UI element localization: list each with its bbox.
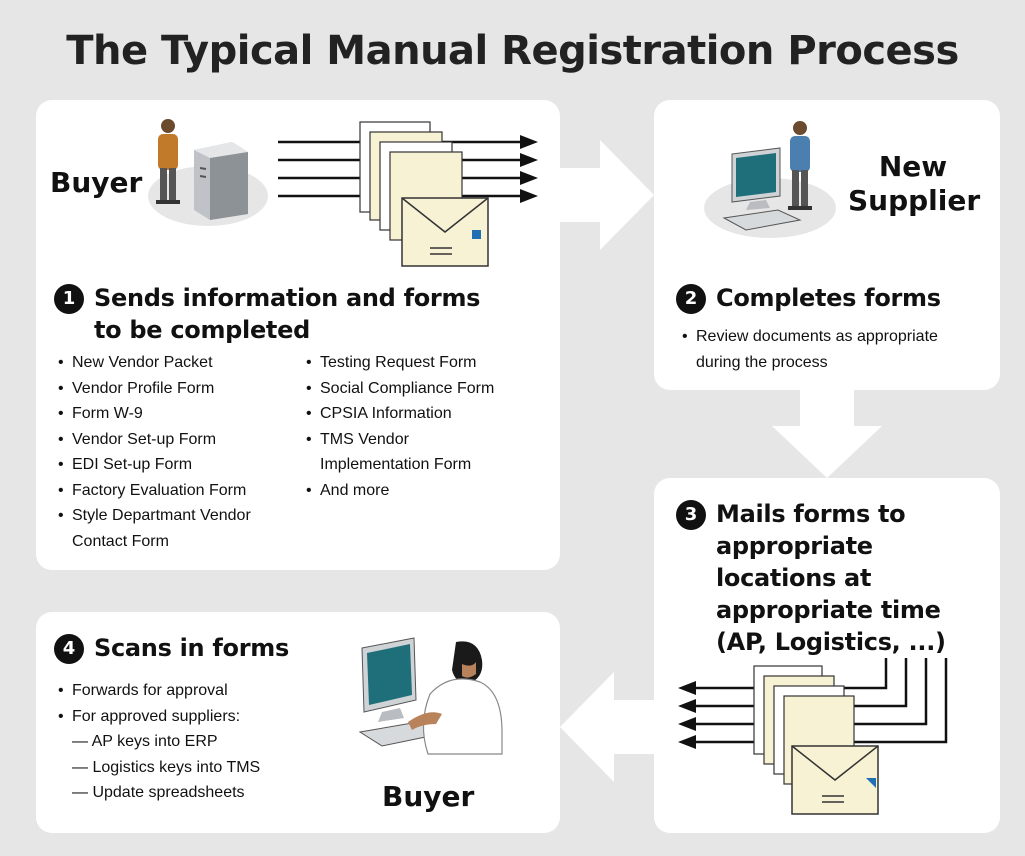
list-subitem: — AP keys into ERP bbox=[72, 733, 218, 750]
step2-actor-line2: Supplier bbox=[848, 184, 981, 217]
step2-list: Review documents as appropriate during t… bbox=[682, 324, 972, 375]
envelope-icon bbox=[791, 745, 879, 815]
step1-number: 1 bbox=[54, 284, 84, 314]
supplier-computer-illustration bbox=[704, 121, 836, 238]
computer-icon bbox=[358, 637, 442, 747]
step2-number: 2 bbox=[676, 284, 706, 314]
list-item: TMS Vendor Implementation Form bbox=[306, 427, 510, 478]
list-subitem: — Logistics keys into TMS bbox=[72, 758, 261, 776]
diagram-title: The Typical Manual Registration Process bbox=[66, 28, 959, 74]
list-item: Style Departmant Vendor Contact Form bbox=[58, 503, 298, 554]
list-item: Testing Request Form bbox=[306, 350, 546, 376]
flow-arrow-down bbox=[772, 390, 882, 478]
step4-list: Forwards for approval For approved suppl… bbox=[58, 678, 348, 806]
step2-heading: 2 Completes forms bbox=[676, 282, 986, 314]
step2-actor-line1: New bbox=[878, 150, 948, 183]
step1-list-left: New Vendor Packet Vendor Profile Form Fo… bbox=[58, 350, 298, 554]
server-icon bbox=[194, 142, 248, 220]
step3-heading-text: Mails forms to appropriate locations at … bbox=[716, 500, 946, 656]
list-item: Vendor Profile Form bbox=[58, 376, 298, 402]
list-item: And more bbox=[306, 478, 546, 504]
list-item: Factory Evaluation Form bbox=[58, 478, 298, 504]
step4-heading-text: Scans in forms bbox=[94, 634, 289, 662]
step1-actor-label: Buyer bbox=[50, 166, 143, 199]
person-icon bbox=[408, 641, 503, 755]
step2-actor-label: New Supplier bbox=[848, 150, 981, 218]
buyer-workstation-illustration bbox=[358, 637, 503, 755]
list-item: CPSIA Information bbox=[306, 401, 546, 427]
computer-icon bbox=[722, 147, 802, 231]
list-item: New Vendor Packet bbox=[58, 350, 298, 376]
step4-actor-label: Buyer bbox=[382, 780, 475, 813]
list-item: Form W-9 bbox=[58, 401, 298, 427]
outgoing-forms-illustration bbox=[278, 121, 538, 267]
step1-heading-text: Sends information and forms to be comple… bbox=[94, 284, 481, 344]
list-subitem: — Update spreadsheets bbox=[72, 784, 245, 801]
mailed-forms-illustration bbox=[678, 658, 948, 815]
list-item: For approved suppliers: bbox=[58, 704, 348, 730]
list-item: EDI Set-up Form bbox=[58, 452, 298, 478]
step2-heading-text: Completes forms bbox=[716, 284, 941, 312]
step1-heading: 1 Sends information and forms to be comp… bbox=[54, 282, 494, 346]
flow-arrow-left bbox=[560, 672, 654, 782]
buyer-server-illustration bbox=[148, 119, 268, 226]
step3-heading: 3 Mails forms to appropriate locations a… bbox=[676, 498, 992, 658]
flow-arrow-right bbox=[560, 140, 654, 250]
list-item: Vendor Set-up Form bbox=[58, 427, 298, 453]
person-icon bbox=[156, 119, 180, 204]
step4-number: 4 bbox=[54, 634, 84, 664]
step1-list-right: Testing Request Form Social Compliance F… bbox=[306, 350, 546, 503]
step4-heading: 4 Scans in forms bbox=[54, 632, 354, 664]
person-icon bbox=[788, 121, 812, 210]
envelope-icon bbox=[401, 197, 489, 267]
list-item: Review documents as appropriate during t… bbox=[682, 324, 972, 375]
step3-number: 3 bbox=[676, 500, 706, 530]
list-item: Forwards for approval bbox=[58, 678, 348, 704]
list-item: Social Compliance Form bbox=[306, 376, 546, 402]
